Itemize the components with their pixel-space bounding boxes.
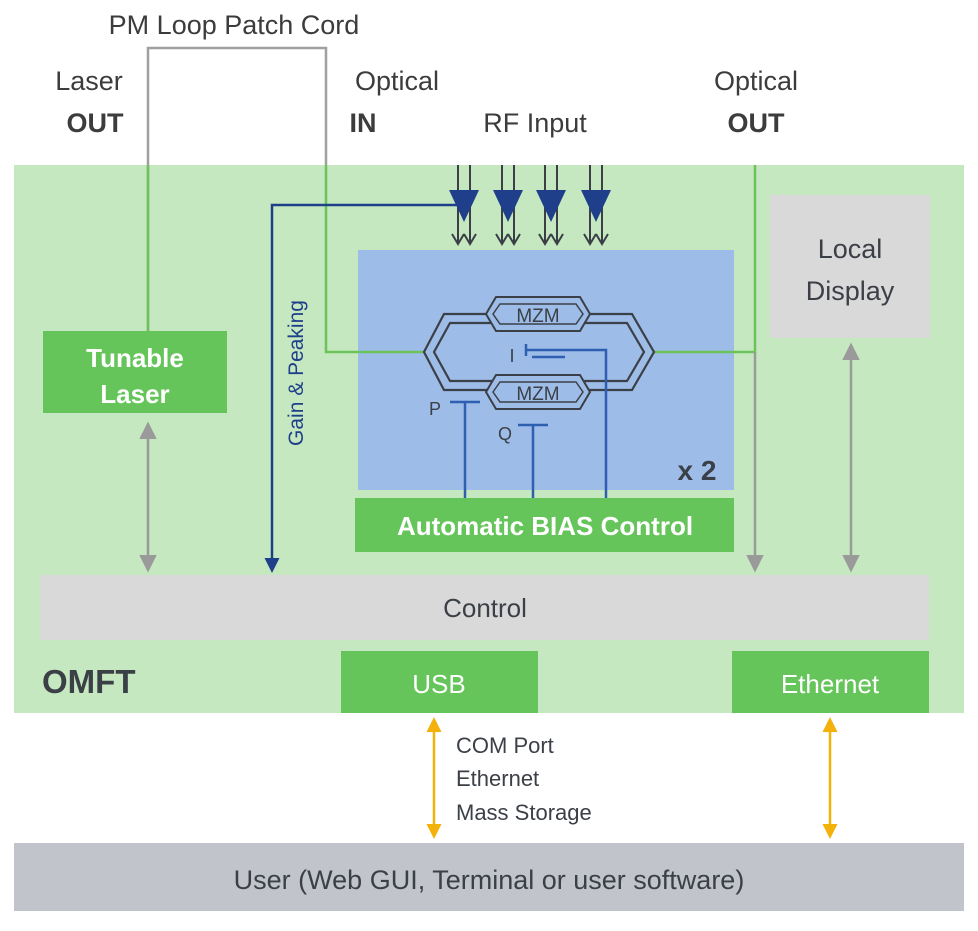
multiplier-label: x 2 [678, 455, 717, 486]
mzm-interferometer [422, 312, 656, 392]
ethernet-label: Ethernet [781, 669, 880, 699]
bias-control-block [355, 498, 734, 552]
mzm-top-label: MZM [516, 306, 559, 327]
bias-lines [450, 344, 608, 498]
user-bar [14, 843, 964, 911]
mzm-top-box [484, 296, 592, 332]
control-label: Control [443, 593, 527, 623]
optical-in-label-line2: IN [350, 108, 377, 138]
rf-input-arrows [449, 165, 611, 246]
tunable-laser-label-line2: Laser [100, 379, 169, 409]
laser-out-label-line1: Laser [55, 66, 123, 96]
gain-peaking-label: Gain & Peaking [285, 300, 308, 446]
rf-input-label: RF Input [483, 108, 587, 138]
tunable-laser-label-line1: Tunable [86, 343, 184, 373]
usb-label: USB [412, 669, 465, 699]
local-display-label-line1: Local [818, 234, 883, 264]
laser-out-label-line2: OUT [67, 108, 125, 138]
modulator-area [358, 250, 734, 490]
mzm-bottom-label: MZM [516, 384, 559, 405]
usb-note-com-port: COM Port [456, 733, 554, 758]
bias-control-label: Automatic BIAS Control [397, 511, 693, 541]
optical-in-fiber [324, 165, 424, 354]
bias-q-label: Q [498, 424, 512, 444]
user-label: User (Web GUI, Terminal or user software… [234, 865, 745, 895]
optical-out-label-line1: Optical [714, 66, 798, 96]
bias-p-label: P [429, 399, 441, 419]
local-display-block [770, 195, 930, 338]
ethernet-block [732, 651, 929, 713]
omft-label: OMFT [42, 663, 135, 700]
usb-note-ethernet: Ethernet [456, 766, 539, 791]
patch-cord-label: PM Loop Patch Cord [109, 10, 360, 40]
usb-block [341, 651, 538, 713]
mzm-bottom-box [484, 374, 592, 410]
control-block [40, 575, 929, 640]
usb-note-mass-storage: Mass Storage [456, 800, 592, 825]
optical-out-label-line2: OUT [728, 108, 786, 138]
optical-in-label-line1: Optical [355, 66, 439, 96]
tunable-laser-block [43, 331, 227, 413]
local-display-label-line2: Display [806, 276, 895, 306]
gain-peaking-line [264, 203, 460, 573]
bias-i-label: I [509, 346, 514, 366]
